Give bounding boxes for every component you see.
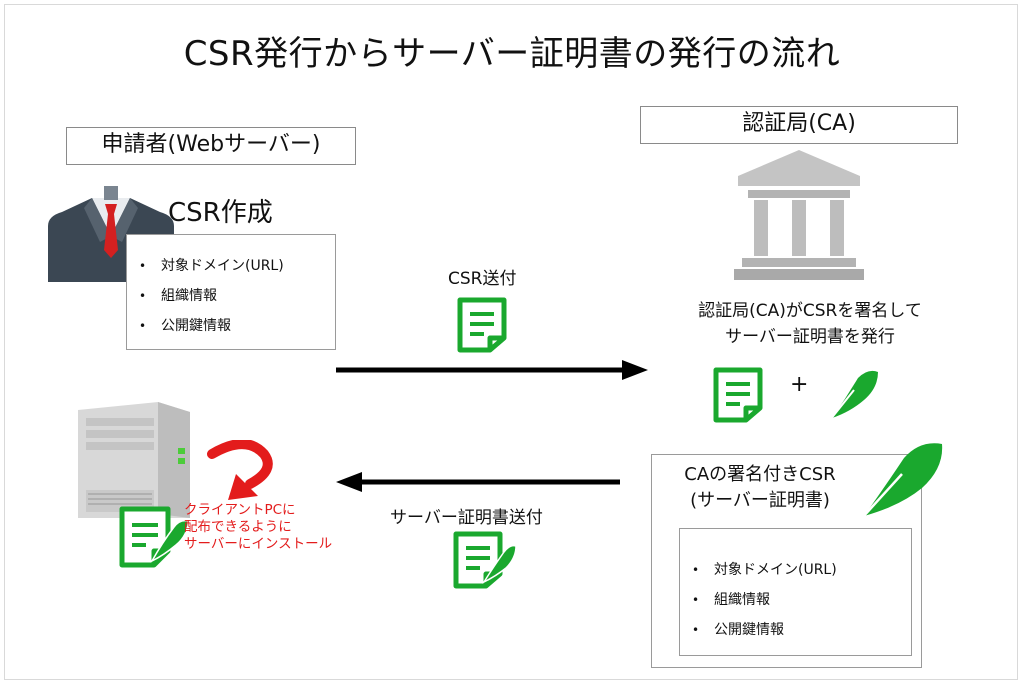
page-frame bbox=[4, 4, 1018, 680]
install-note: クライアントPCに 配布できるように サーバーにインストール bbox=[184, 502, 384, 553]
signed-csr-info-box: 対象ドメイン(URL) 組織情報 公開鍵情報 bbox=[679, 528, 912, 656]
applicant-info-box: 対象ドメイン(URL) 組織情報 公開鍵情報 bbox=[126, 234, 336, 350]
ca-description-line1: 認証局(CA)がCSRを署名して bbox=[698, 301, 922, 321]
curved-arrow-icon bbox=[207, 440, 273, 500]
list-item: 対象ドメイン(URL) bbox=[680, 555, 911, 585]
install-note-line2: 配布できるように bbox=[184, 519, 292, 535]
document-icon bbox=[713, 367, 763, 423]
signed-document-icon bbox=[119, 506, 189, 568]
right-arrow-icon bbox=[336, 360, 648, 380]
signed-csr-info-list: 対象ドメイン(URL) 組織情報 公開鍵情報 bbox=[680, 555, 911, 645]
list-item: 組織情報 bbox=[127, 281, 335, 311]
ca-description: 認証局(CA)がCSRを署名して サーバー証明書を発行 bbox=[640, 298, 980, 350]
send-certificate-label: サーバー証明書送付 bbox=[390, 508, 543, 528]
ca-description-line2: サーバー証明書を発行 bbox=[725, 327, 895, 347]
plus-sign: + bbox=[790, 372, 809, 397]
applicant-info-list: 対象ドメイン(URL) 組織情報 公開鍵情報 bbox=[127, 251, 335, 341]
list-item: 組織情報 bbox=[680, 585, 911, 615]
csr-create-heading: CSR作成 bbox=[168, 198, 273, 228]
list-item: 公開鍵情報 bbox=[127, 311, 335, 341]
feather-quill-icon bbox=[861, 443, 943, 519]
feather-quill-icon bbox=[829, 370, 878, 421]
list-item: 対象ドメイン(URL) bbox=[127, 251, 335, 281]
server-tower-icon bbox=[78, 402, 190, 518]
applicant-label: 申請者(Webサーバー) bbox=[66, 127, 356, 165]
signed-csr-title: CAの署名付きCSR (サーバー証明書) bbox=[651, 462, 869, 514]
list-item: 公開鍵情報 bbox=[680, 615, 911, 645]
page-title: CSR発行からサーバー証明書の発行の流れ bbox=[183, 34, 841, 74]
signed-csr-title-line1: CAの署名付きCSR bbox=[684, 464, 836, 485]
ca-label: 認証局(CA) bbox=[640, 106, 958, 144]
send-csr-label: CSR送付 bbox=[448, 269, 517, 289]
left-arrow-icon bbox=[336, 472, 620, 492]
install-note-line3: サーバーにインストール bbox=[184, 536, 333, 552]
document-icon bbox=[457, 297, 507, 353]
install-note-line1: クライアントPCに bbox=[184, 502, 296, 518]
signed-csr-title-line2: (サーバー証明書) bbox=[690, 490, 830, 511]
signed-document-icon bbox=[453, 531, 517, 589]
bank-building-icon bbox=[734, 150, 864, 280]
